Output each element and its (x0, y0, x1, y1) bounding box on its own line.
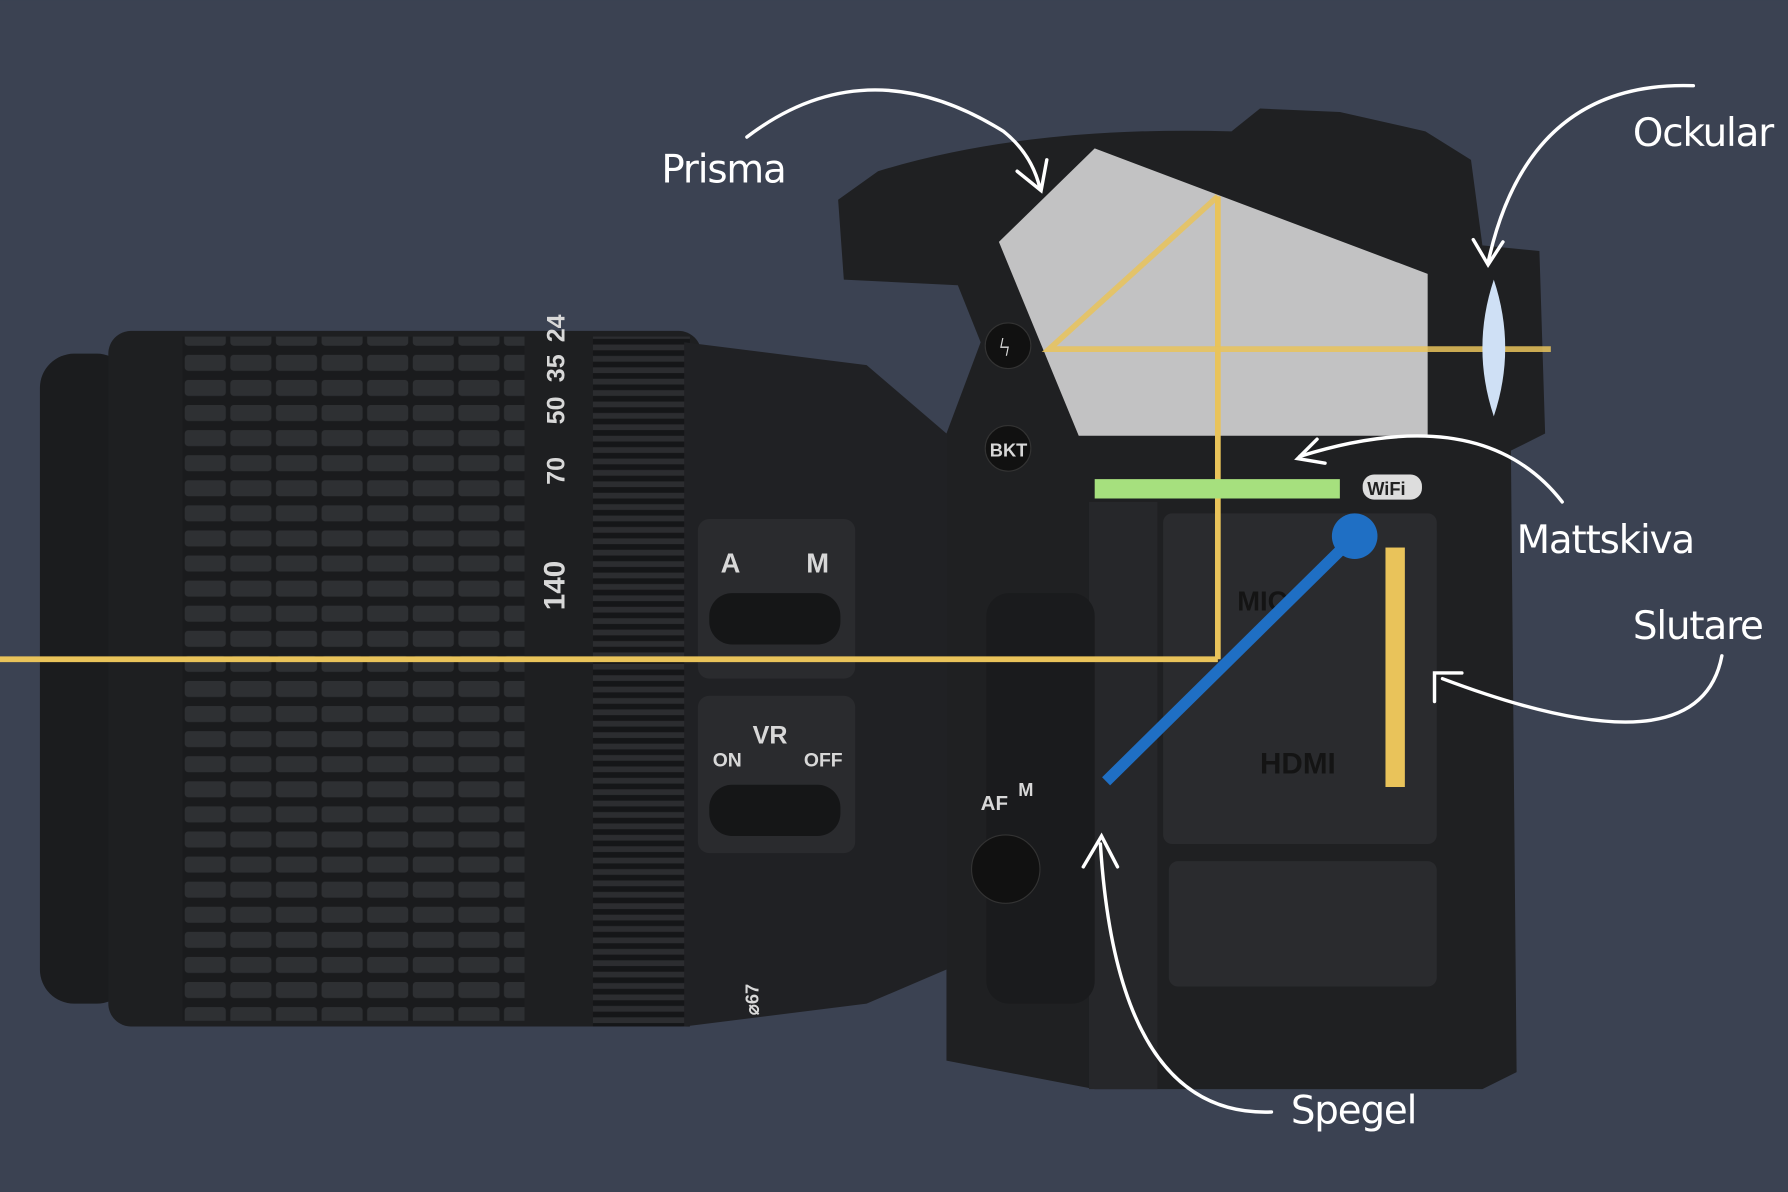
svg-text:24: 24 (542, 314, 570, 342)
bkt-button[interactable] (984, 424, 1032, 472)
svg-text:ON: ON (713, 749, 742, 771)
af-label: AF (981, 792, 1008, 815)
svg-text:50: 50 (542, 396, 570, 424)
svg-text:OFF: OFF (804, 749, 843, 771)
svg-text:A: A (721, 548, 741, 579)
flash-button[interactable] (984, 322, 1032, 370)
hdmi-port-label: HDMI (1260, 747, 1336, 780)
vr-switch[interactable]: VR ON OFF (697, 695, 856, 854)
label-slutare: Slutare (1633, 604, 1763, 649)
af-mode-switch[interactable]: A M (697, 519, 856, 679)
light-path (0, 194, 1551, 663)
focus-ring[interactable] (592, 336, 690, 1027)
wifi-badge: WiFi (1362, 474, 1422, 500)
svg-text:WiFi: WiFi (1367, 478, 1405, 499)
lens: 24 35 50 70 140 ⌀67 A M VR ON OFF (39, 314, 947, 1027)
svg-text:140: 140 (538, 561, 571, 610)
svg-text:70: 70 (542, 457, 570, 485)
label-spegel: Spegel (1291, 1088, 1416, 1133)
eyepiece-lens (1482, 279, 1506, 417)
annotation-arrows (745, 83, 1724, 1114)
shutter (1385, 547, 1405, 788)
af-m-label: M (1018, 779, 1033, 800)
focusing-screen (1094, 479, 1340, 499)
mirror (1102, 513, 1378, 786)
bkt-label: BKT (990, 439, 1027, 460)
focal-length-scale: 24 35 50 70 140 (538, 314, 571, 610)
flash-icon: ϟ (999, 335, 1010, 362)
svg-text:VR: VR (753, 722, 788, 750)
label-mattskiva: Mattskiva (1517, 518, 1694, 563)
zoom-ring[interactable] (182, 336, 525, 1021)
svg-text:35: 35 (542, 354, 570, 382)
label-ockular: Ockular (1633, 111, 1774, 156)
filter-size: ⌀67 (741, 984, 762, 1015)
svg-text:M: M (806, 548, 829, 579)
prism-shape (998, 148, 1428, 436)
focus-mode-selector[interactable] (970, 834, 1041, 904)
label-prisma: Prisma (661, 148, 785, 193)
